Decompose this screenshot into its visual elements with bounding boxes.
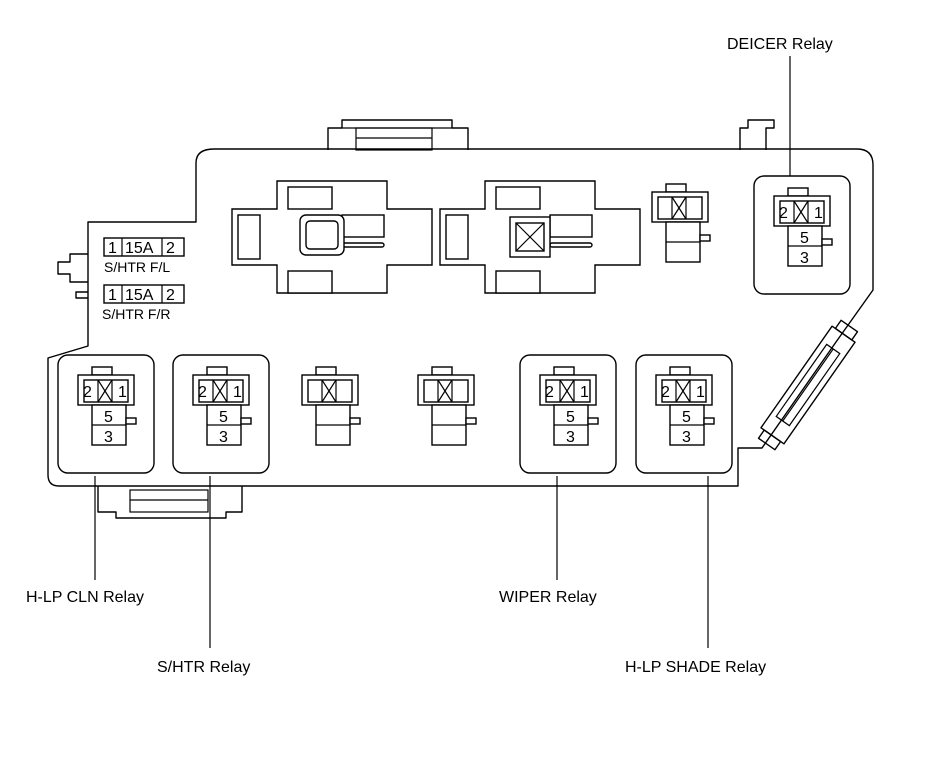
shtr-relay-label: S/HTR Relay (157, 659, 250, 676)
pin-5: 5 (682, 409, 691, 426)
hlp-cln-relay-socket: 2 1 5 3 (57, 354, 155, 474)
pin-2: 2 (83, 384, 92, 401)
pin-5: 5 (566, 409, 575, 426)
pin-1: 1 (118, 384, 127, 401)
pin-1: 1 (696, 384, 705, 401)
pin-1: 1 (580, 384, 589, 401)
pin-3: 3 (104, 429, 113, 446)
hlp-shade-relay-label: H-LP SHADE Relay (625, 659, 766, 676)
relay-socket-upper (651, 183, 711, 263)
hlp-shade-relay-socket: 2 1 5 3 (635, 354, 733, 474)
pin-1: 1 (814, 205, 823, 222)
fuse-pin-a: 1 (108, 240, 117, 257)
bottom-latch (97, 486, 243, 519)
top-right-latch (739, 119, 775, 150)
pin-2: 2 (779, 205, 788, 222)
pin-2: 2 (545, 384, 554, 401)
pin-5: 5 (104, 409, 113, 426)
top-latch (327, 119, 469, 151)
pin-2: 2 (661, 384, 670, 401)
fuse-pin-b: 2 (166, 287, 175, 304)
pin-3: 3 (566, 429, 575, 446)
fuse-name: S/HTR F/L (104, 259, 170, 275)
fuse-amp: 15A (125, 240, 154, 257)
relay-socket-unlabeled-1 (301, 366, 361, 446)
pin-1: 1 (233, 384, 242, 401)
relay-socket-unlabeled-2 (417, 366, 477, 446)
fuse-shtr-fl: 1 15A 2 S/HTR F/L (103, 237, 185, 275)
fuse-name: S/HTR F/R (102, 306, 170, 322)
wiper-relay-socket: 2 1 5 3 (519, 354, 617, 474)
hlp-cln-relay-label: H-LP CLN Relay (26, 589, 144, 606)
pin-5: 5 (800, 230, 809, 247)
fuse-pin-a: 1 (108, 287, 117, 304)
deicer-relay-label: DEICER Relay (727, 36, 833, 53)
cross-socket-left (231, 180, 433, 294)
fuse-amp: 15A (125, 287, 154, 304)
shtr-relay-socket: 2 1 5 3 (172, 354, 270, 474)
cross-socket-right (439, 180, 641, 294)
left-clips (57, 253, 88, 299)
deicer-relay-socket: 2 1 5 3 (753, 175, 851, 295)
pin-3: 3 (800, 250, 809, 267)
pin-3: 3 (219, 429, 228, 446)
pin-5: 5 (219, 409, 228, 426)
fuse-shtr-fr: 1 15A 2 S/HTR F/R (102, 284, 185, 322)
relay-block-housing (47, 148, 874, 487)
pin-3: 3 (682, 429, 691, 446)
wiper-relay-label: WIPER Relay (499, 589, 597, 606)
side-latch (757, 319, 859, 451)
fuse-pin-b: 2 (166, 240, 175, 257)
pin-2: 2 (198, 384, 207, 401)
